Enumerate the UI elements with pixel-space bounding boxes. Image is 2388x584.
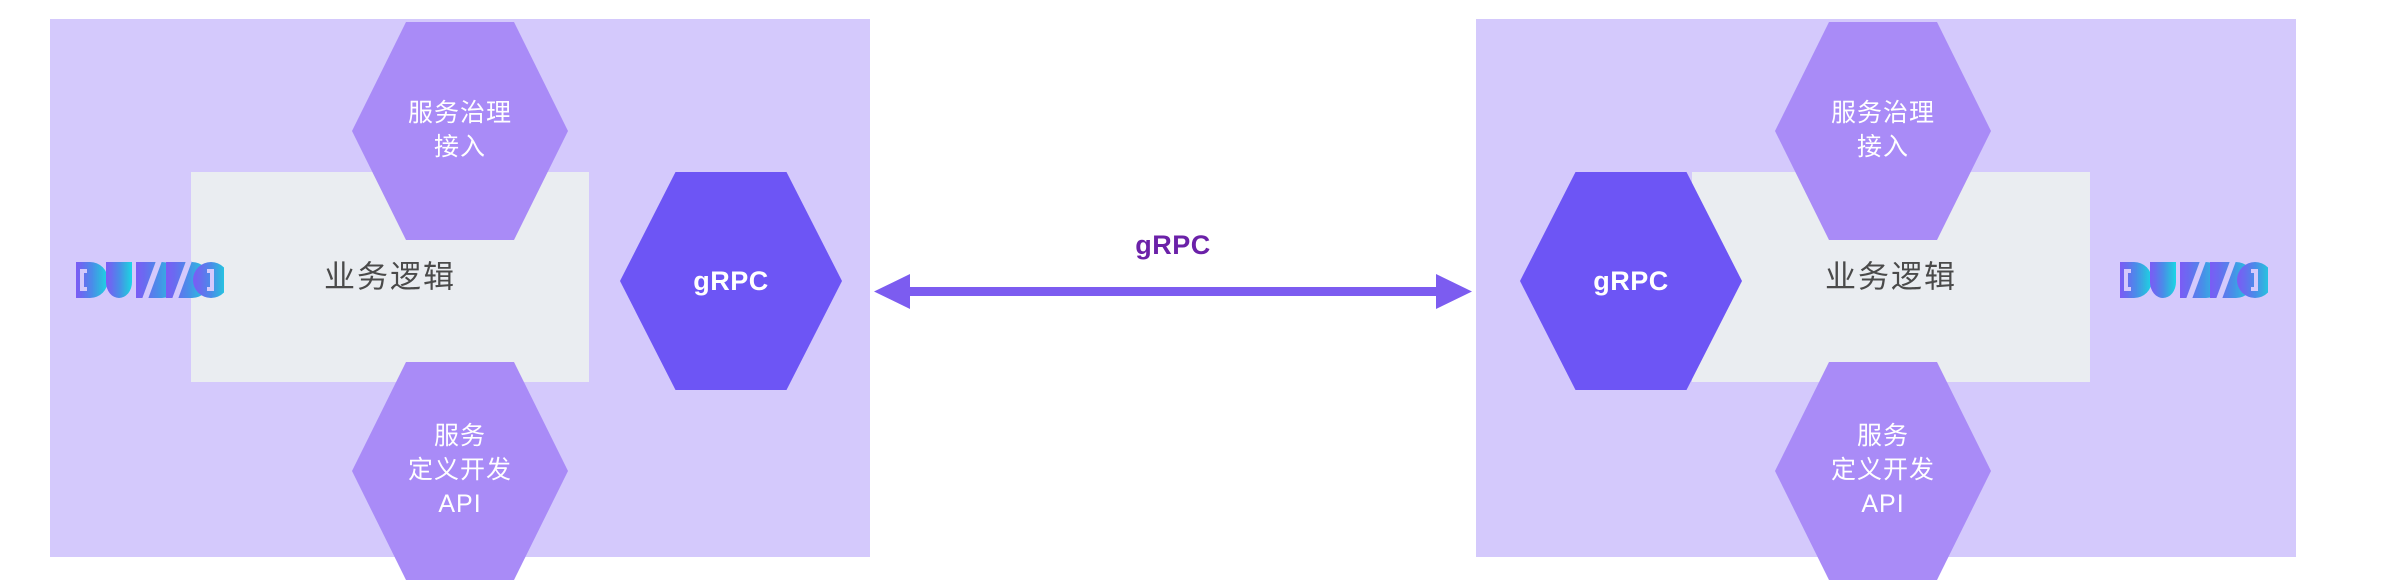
bidirectional-arrow-icon	[874, 274, 1472, 309]
hexagon-label-line-3: API	[1861, 489, 1905, 518]
hexagon-label-line-1: 服务治理	[1830, 99, 1935, 128]
hexagon-label-group: 服务治理 接入	[402, 97, 518, 165]
hexagon-label-group: 服务 定义开发 API	[1825, 420, 1941, 521]
hexagon-label-line-2: 定义开发	[1830, 456, 1935, 485]
hexagon-label-line-1: 服务	[433, 422, 486, 451]
hexagon-label-group: 服务治理 接入	[1825, 97, 1941, 165]
hexagon-label-group: 服务 定义开发 API	[402, 420, 518, 521]
hexagon-grpc-label: gRPC	[1593, 265, 1669, 296]
hexagon-label-line-1: 服务	[1856, 422, 1909, 451]
hexagon-grpc-label: gRPC	[693, 265, 769, 296]
dubbo-logo-left	[76, 261, 224, 299]
business-logic-label-right: 业务逻辑	[1825, 259, 1957, 295]
hexagon-label-line-3: API	[438, 489, 482, 518]
business-logic-label-left: 业务逻辑	[324, 259, 456, 295]
hexagon-label-line-2: 接入	[1856, 133, 1909, 161]
connector-group: gRPC	[870, 0, 1476, 584]
hexagon-label-line-2: 接入	[433, 133, 486, 161]
dubbo-logo-right	[2120, 261, 2268, 299]
hexagon-label-line-1: 服务治理	[407, 99, 512, 128]
hexagon-label-line-2: 定义开发	[407, 456, 512, 485]
connector-grpc-label: gRPC	[1135, 230, 1211, 260]
